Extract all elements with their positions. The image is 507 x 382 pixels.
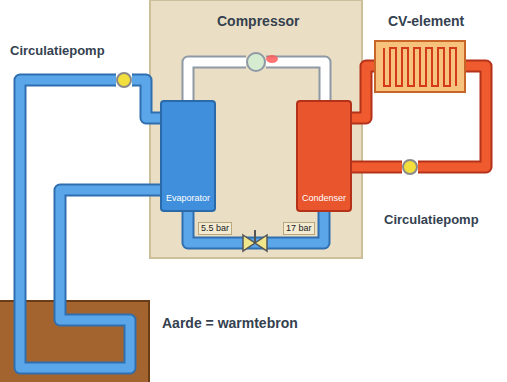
part-label: Circulatiepomp	[384, 213, 479, 227]
pressure-label: 17 bar	[283, 222, 315, 235]
part-label: Aarde = warmtebron	[162, 316, 298, 331]
circulation-pump: Circulatiepomp	[402, 159, 418, 175]
pipe-fill	[352, 163, 402, 172]
compressor-glow	[266, 55, 278, 63]
pipe-outline	[60, 190, 160, 300]
condenser-box: Condenser	[296, 100, 352, 212]
expansion-valve	[255, 235, 267, 251]
earth-ground: Aarde = warmtebron	[0, 300, 150, 382]
pipe-fill	[266, 62, 325, 100]
ground-loop	[0, 302, 150, 382]
valve-stem	[254, 230, 256, 243]
pressure-label: 5.5 bar	[198, 222, 232, 235]
part-label: Compressor	[217, 14, 299, 29]
pipe-connector	[188, 62, 246, 100]
pipe-outline	[188, 62, 246, 100]
evaporator-box: Evaporator	[160, 100, 216, 212]
ground-loop-pipe	[20, 300, 130, 368]
pipe-fill	[188, 62, 246, 100]
part-label: CV-element	[388, 14, 464, 29]
pipe-connector	[132, 80, 160, 118]
circulation-pump: Circulatiepomp	[116, 72, 132, 88]
pipe-outline	[352, 66, 374, 118]
pipe-outline	[352, 161, 402, 174]
heat-pump-housing	[150, 0, 362, 258]
box-label: Evaporator	[166, 194, 210, 204]
heating-coil-line	[384, 48, 456, 86]
pipe-fill	[352, 66, 374, 118]
pipe-outline	[132, 80, 160, 118]
pipe-connector	[188, 212, 324, 243]
pipe-connector	[266, 62, 325, 100]
part-label: Circulatiepomp	[10, 44, 105, 58]
pipe-connector	[60, 190, 160, 300]
ground-loop-pipe	[20, 300, 130, 368]
compressor: Compressor	[246, 52, 266, 72]
pipe-fill	[188, 212, 324, 243]
expansion-valve	[243, 235, 255, 251]
cv-element: CV-element	[374, 40, 466, 93]
pipe-outline	[188, 212, 324, 243]
pipe-fill	[60, 190, 160, 300]
pipe-fill	[132, 80, 160, 118]
box-label: Condenser	[302, 194, 346, 204]
heating-coil	[376, 42, 464, 91]
pipe-outline	[266, 62, 325, 100]
pipe-connector	[352, 66, 374, 118]
pipe-connector	[352, 167, 402, 168]
